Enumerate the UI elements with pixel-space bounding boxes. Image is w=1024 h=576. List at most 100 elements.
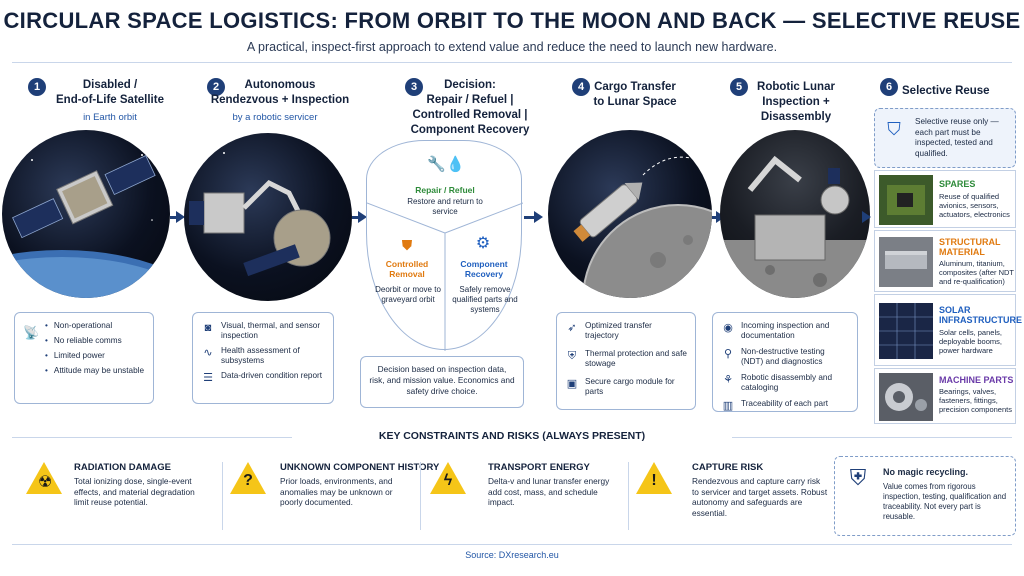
list-item: ➶Optimized transfer trajectory xyxy=(565,321,687,341)
exclamation-warning-icon: ! xyxy=(636,462,672,494)
bearing-image xyxy=(879,373,933,421)
step-1-infobox: 📡 •Non-operational •No reliable comms •L… xyxy=(14,312,154,404)
eye-icon: ◉ xyxy=(723,322,733,334)
reuse-notice: ⛉ Selective reuse only — each part must … xyxy=(874,108,1016,168)
list-item: ⚘Robotic disassembly and cataloging xyxy=(721,373,849,393)
list-item: ◉Incoming inspection and documentation xyxy=(721,321,849,341)
circuit-icon xyxy=(887,185,925,215)
repair-label: Repair / Refuel xyxy=(415,185,475,195)
step-number-2: 2 xyxy=(207,78,225,96)
no-magic-title: No magic recycling. xyxy=(883,467,969,477)
step-1-title: Disabled /End-of-Life Satellite xyxy=(56,79,164,106)
shield-icon: ⛊ xyxy=(401,237,413,253)
shield-plus-icon: ⛨ xyxy=(849,465,867,490)
reuse-card-text: Bearings, valves, fasteners, fittings, p… xyxy=(939,387,1012,414)
satellite-dish-icon: 📡 xyxy=(23,325,40,340)
cargo-box-icon: ▣ xyxy=(566,378,578,390)
report-icon: ☰ xyxy=(203,372,213,384)
reuse-card-title: SPARES xyxy=(939,179,976,189)
bearing-icon xyxy=(885,383,927,411)
rocket-icon: ➶ xyxy=(567,322,577,334)
flow-arrow xyxy=(170,216,178,219)
divider xyxy=(12,62,1012,63)
reuse-card-title: SOLAR INFRASTRUCTURE xyxy=(939,305,1022,325)
step-2-subtitle: by a robotic servicer xyxy=(232,112,318,123)
reuse-card-text: Solar cells, panels, deployable booms, p… xyxy=(939,328,1002,355)
radiation-warning-icon: ☢ xyxy=(26,462,62,494)
reuse-card-machine: MACHINE PARTS Bearings, valves, fastener… xyxy=(874,368,1016,424)
risk-title: UNKNOWN COMPONENT HISTORY xyxy=(280,462,440,473)
recovery-text: Safely remove qualified parts and system… xyxy=(452,285,518,314)
list-item: ⛨Thermal protection and safe stowage xyxy=(565,349,687,369)
pulse-icon: ∿ xyxy=(203,347,213,359)
beam-image xyxy=(879,237,933,287)
list-item: •Attitude may be unstable xyxy=(45,366,144,375)
removal-label: Controlled Removal xyxy=(385,259,429,279)
list-item: ▣Secure cargo module for parts xyxy=(566,377,675,396)
gears-icon: ⚙ xyxy=(475,235,491,252)
shield-plus-icon: ⛨ xyxy=(567,350,577,362)
reuse-card-structural: STRUCTURAL MATERIAL Aluminum, titanium, … xyxy=(874,230,1016,292)
list-item: ▥Traceability of each part xyxy=(722,399,829,412)
risk-title: RADIATION DAMAGE xyxy=(74,462,171,473)
divider xyxy=(12,544,1012,545)
divider xyxy=(732,437,1012,438)
step-number-6: 6 xyxy=(880,78,898,96)
solar-panel-image xyxy=(879,303,933,359)
constraints-heading: KEY CONSTRAINTS AND RISKS (ALWAYS PRESEN… xyxy=(378,430,646,442)
step-number-5: 5 xyxy=(730,78,748,96)
no-magic-recycling-box: ⛨ No magic recycling. Value comes from r… xyxy=(834,456,1016,536)
step-4-infobox: ➶Optimized transfer trajectory ⛨Thermal … xyxy=(556,312,696,410)
reuse-card-title: STRUCTURAL MATERIAL xyxy=(939,237,1001,257)
reuse-card-solar: SOLAR INFRASTRUCTURE Solar cells, panels… xyxy=(874,294,1022,366)
solar-panel-icon xyxy=(879,303,933,359)
step-6-title: Selective Reuse xyxy=(902,85,990,97)
robot-arm-icon: ⚘ xyxy=(723,374,733,386)
flow-arrow xyxy=(712,216,718,219)
list-item: ☰Data-driven condition report xyxy=(201,371,325,385)
lunar-facility-image xyxy=(720,130,870,298)
reuse-card-text: Reuse of qualified avionics, sensors, ac… xyxy=(939,192,1010,219)
lunar-illustration xyxy=(720,155,870,298)
reuse-card-text: Aluminum, titanium, composites (after ND… xyxy=(939,259,1014,286)
circuit-board-image xyxy=(879,175,933,225)
step-number-4: 4 xyxy=(572,78,590,96)
step-1-subtitle: in Earth orbit xyxy=(83,112,137,123)
step-number-3: 3 xyxy=(405,78,423,96)
servicer-image xyxy=(184,133,352,301)
list-item: ⚲Non-destructive testing (NDT) and diagn… xyxy=(721,347,849,367)
step-5-infobox: ◉Incoming inspection and documentation ⚲… xyxy=(712,312,858,412)
reuse-card-title: MACHINE PARTS xyxy=(939,375,1014,385)
step-2-infobox: ◙Visual, thermal, and sensor inspection … xyxy=(192,312,334,404)
decision-note: Decision based on inspection data, risk,… xyxy=(360,356,524,408)
arrow-right-icon xyxy=(534,211,543,223)
decision-dividers xyxy=(367,202,523,351)
beam-icon xyxy=(885,251,927,269)
camera-icon: ◙ xyxy=(204,322,212,334)
list-item: •Limited power xyxy=(45,351,105,360)
list-item: •No reliable comms xyxy=(45,336,122,345)
cargo-illustration xyxy=(573,156,712,298)
list-item: ◙Visual, thermal, and sensor inspection xyxy=(201,321,325,341)
flow-arrow xyxy=(524,216,536,219)
arrow-right-icon xyxy=(862,211,871,223)
arrow-right-icon xyxy=(358,211,367,223)
arrow-right-icon xyxy=(176,211,185,223)
satellite-image xyxy=(2,130,170,298)
reuse-card-spares: SPARES Reuse of qualified avionics, sens… xyxy=(874,170,1016,228)
list-item: •Non-operational xyxy=(45,321,113,330)
no-magic-text: Value comes from rigorous inspection, te… xyxy=(883,482,1007,521)
question-warning-icon: ? xyxy=(230,462,266,494)
repair-text: Restore and return to service xyxy=(407,197,483,216)
barcode-icon: ▥ xyxy=(722,400,734,412)
cargo-transfer-image xyxy=(548,130,712,298)
magnifier-icon: ⚲ xyxy=(723,348,733,360)
recovery-label: Component Recovery xyxy=(460,259,508,279)
removal-text: Deorbit or move to graveyard orbit xyxy=(375,285,441,304)
step-3-title: Decision:Repair / Refuel |Controlled Rem… xyxy=(410,79,530,136)
page-title: CIRCULAR SPACE LOGISTICS: FROM ORBIT TO … xyxy=(3,8,1021,33)
lightning-warning-icon: ϟ xyxy=(430,462,466,494)
